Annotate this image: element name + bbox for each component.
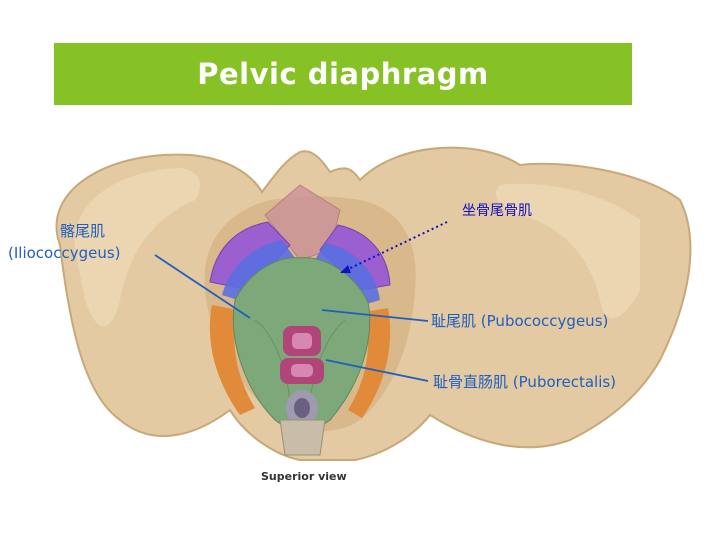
obturator-left bbox=[209, 305, 255, 415]
obturator-right bbox=[348, 308, 391, 418]
pointer-pubococcygeus bbox=[321, 309, 429, 322]
title-bar: Pelvic diaphragm bbox=[54, 43, 632, 105]
coccyx bbox=[279, 419, 326, 456]
label-puborectalis-en: (Puborectalis) bbox=[512, 373, 617, 391]
label-iliococcygeus-en: (Iliococcygeus) bbox=[8, 244, 121, 262]
pointer-puborectalis bbox=[325, 359, 429, 382]
label-ischiococcygeus-cn: 坐骨尾骨肌 bbox=[462, 203, 532, 219]
label-pubococcygeus: 耻尾肌 (Pubococcygeus) bbox=[431, 312, 608, 331]
label-iliococcygeus-cn: 髂尾肌 bbox=[60, 222, 106, 240]
label-puborectalis-cn: 耻骨直肠肌 bbox=[433, 373, 509, 391]
label-pubococcygeus-en: (Pubococcygeus) bbox=[480, 312, 609, 330]
label-puborectalis: 耻骨直肠肌 (Puborectalis) bbox=[433, 373, 616, 392]
pelvic-bone bbox=[55, 146, 692, 461]
page-title: Pelvic diaphragm bbox=[197, 57, 489, 91]
pointer-iliococcygeus bbox=[154, 254, 251, 319]
rectum-canals bbox=[280, 326, 324, 426]
label-pubococcygeus-cn: 耻尾肌 bbox=[431, 312, 477, 330]
sacrum bbox=[264, 184, 341, 261]
pelvis-illustration bbox=[55, 146, 692, 461]
view-caption: Superior view bbox=[261, 470, 347, 483]
